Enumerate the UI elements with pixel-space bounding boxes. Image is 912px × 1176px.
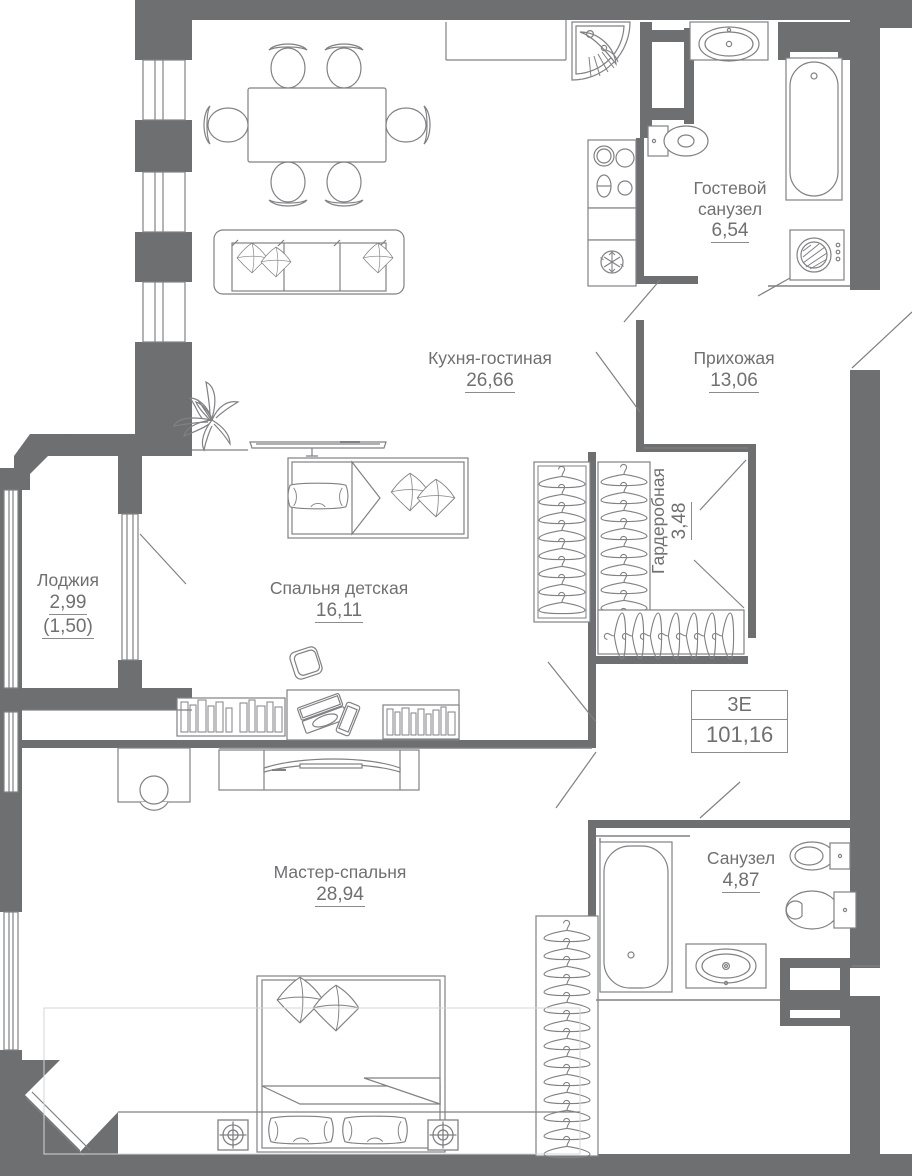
kids-bedroom-furniture	[117, 457, 469, 811]
room-label-guest-bathroom: Гостевой санузел 6,54	[655, 178, 805, 244]
room-area: 13,06	[709, 369, 759, 393]
window-group	[3, 59, 186, 1157]
room-name: Гардеробная	[648, 468, 668, 574]
room-label-loggia: Лоджия 2,99 (1,50)	[12, 570, 124, 640]
room-area: 3,48	[669, 501, 692, 541]
room-label-master-bedroom: Мастер-спальня 28,94	[242, 862, 438, 907]
room-name: Спальня детская	[269, 578, 409, 598]
room-area: 2,99	[48, 591, 88, 615]
room-area-secondary: (1,50)	[42, 616, 94, 640]
room-name: Санузел	[706, 848, 776, 868]
room-label-kids-bedroom: Спальня детская 16,11	[243, 578, 435, 623]
apartment-total-area: 101,16	[706, 722, 774, 747]
room-label-wardrobe: Гардеробная 3,48	[648, 451, 694, 591]
door-swing-group	[139, 277, 912, 819]
room-name-line2: санузел	[697, 198, 763, 219]
guide-lines	[22, 447, 880, 1113]
wardrobe-hangers	[533, 461, 745, 1159]
apartment-tag: 3E 101,16	[691, 690, 789, 753]
room-name: Мастер-спальня	[273, 862, 407, 882]
room-label-bathroom: Санузел 4,87	[676, 848, 806, 893]
room-area: 6,54	[710, 220, 750, 244]
room-name-line1: Гостевой	[693, 178, 767, 198]
kitchen-living-furniture	[172, 20, 850, 457]
room-label-hallway: Прихожая 13,06	[660, 348, 808, 393]
room-label-kitchen-living: Кухня-гостиная 26,66	[395, 348, 585, 393]
room-area: 28,94	[315, 883, 365, 907]
room-name: Кухня-гостиная	[428, 348, 552, 368]
apartment-type-label: 3E	[692, 691, 788, 720]
room-area: 16,11	[314, 599, 364, 623]
room-name: Лоджия	[36, 570, 99, 590]
room-area: 4,87	[721, 869, 761, 893]
room-name: Прихожая	[693, 348, 775, 368]
bathroom-fixtures	[43, 835, 857, 1155]
room-area: 26,66	[465, 369, 515, 393]
